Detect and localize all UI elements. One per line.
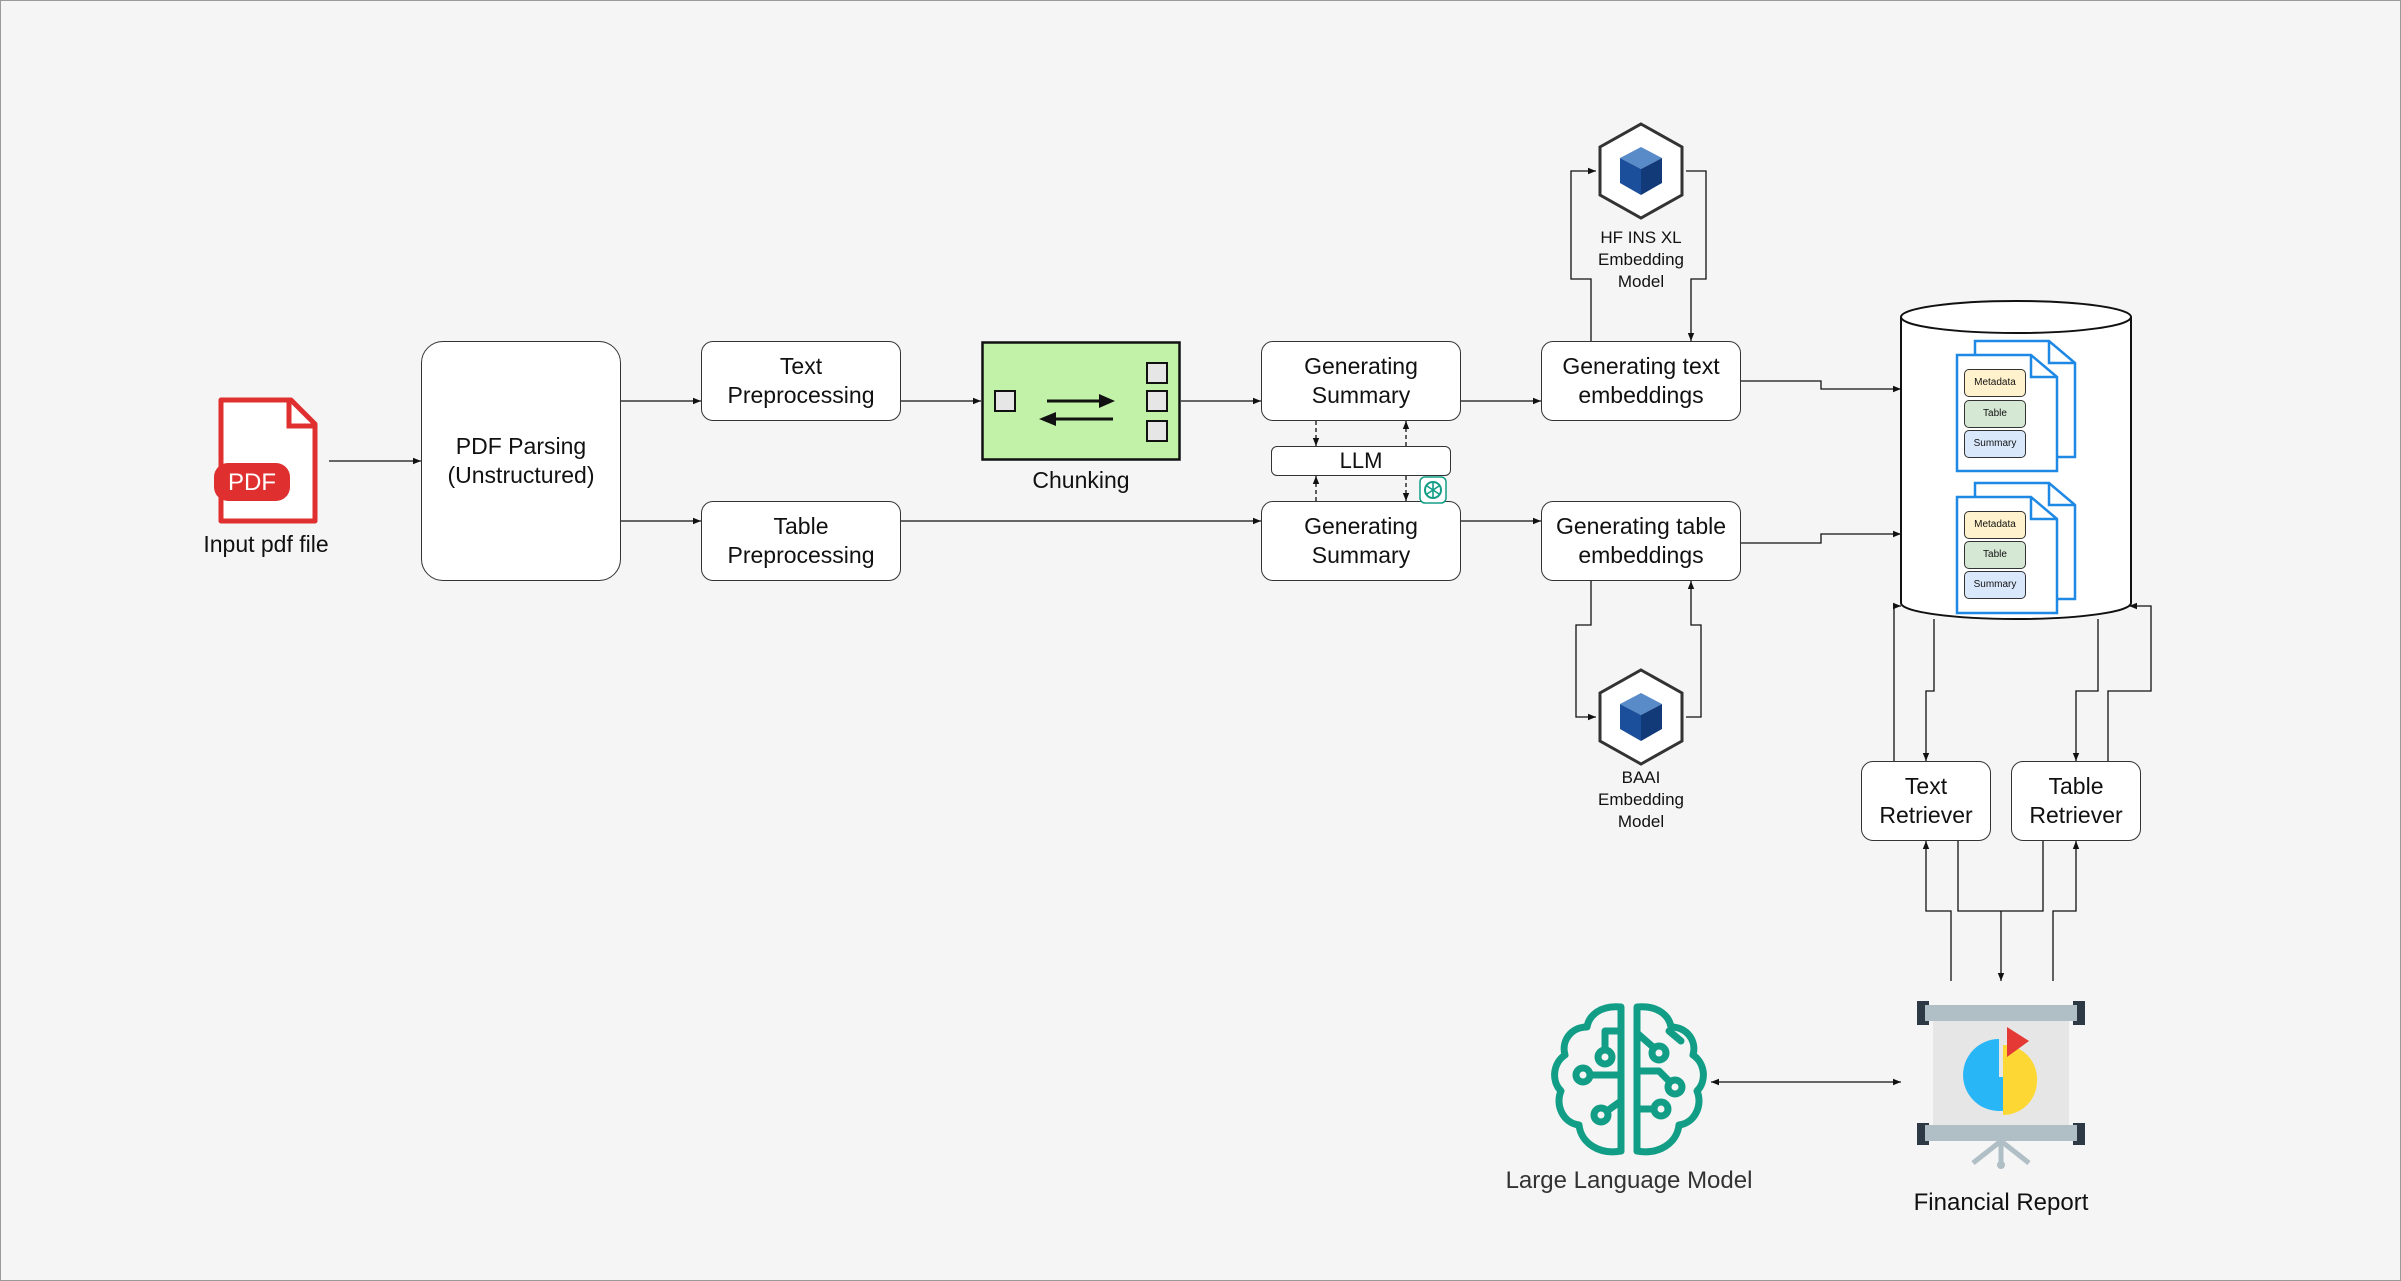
edge-text-emb-to-db	[1741, 380, 1901, 393]
doc1-metadata-tag: Metadata	[1964, 369, 2026, 397]
baai-model-label: BAAI Embedding Model	[1597, 768, 1684, 832]
table-embeddings-node[interactable]: Generating table embeddings	[1541, 501, 1741, 581]
text-preprocessing-node[interactable]: Text Preprocessing	[701, 341, 901, 421]
doc2-metadata-tag: Metadata	[1964, 511, 2026, 539]
doc1-summary-tag: Summary	[1964, 430, 2026, 458]
hf-model-label: HF INS XL Embedding Model	[1597, 228, 1684, 292]
pdf-parsing-node[interactable]: PDF Parsing (Unstructured)	[421, 341, 621, 581]
edge-hf-model-to-text-emb	[1686, 170, 1707, 341]
cube-hexagon-icon	[1596, 121, 1686, 221]
edge-baai-model-to-table-emb	[1686, 581, 1702, 718]
edge-table-emb-to-db	[1741, 530, 1901, 544]
table-preprocessing-node[interactable]: Table Preprocessing	[701, 501, 901, 581]
llm-node[interactable]: LLM	[1271, 446, 1451, 504]
pdf-badge-text: PDF	[228, 469, 276, 496]
text-retriever-node[interactable]: Text Retriever	[1861, 761, 1991, 841]
openai-icon	[1419, 448, 1447, 504]
edge-table-emb-to-baai-model	[1575, 581, 1596, 721]
edge-db-to-text-retriever	[1922, 619, 1935, 761]
edge-text-retriever-to-db	[1893, 602, 1901, 761]
text-embeddings-node[interactable]: Generating text embeddings	[1541, 341, 1741, 421]
input-file-label: Input pdf file	[203, 531, 329, 557]
cube-hexagon-icon	[1596, 667, 1686, 767]
presentation-pie-chart-icon[interactable]	[1911, 997, 2091, 1171]
doc2-table-tag: Table	[1964, 541, 2026, 569]
edge-text-retriever-to-report	[1957, 841, 2044, 912]
table-retriever-node[interactable]: Table Retriever	[2011, 761, 2141, 841]
chunking-icon[interactable]	[981, 341, 1181, 461]
chunking-label: Chunking	[1032, 467, 1130, 493]
financial-report-label: Financial Report	[1913, 1189, 2089, 1216]
edge-text-emb-to-hf-model	[1570, 167, 1596, 341]
summary-table-node[interactable]: Generating Summary	[1261, 501, 1461, 581]
llm-label: LLM	[1339, 448, 1383, 474]
llm-model-label: Large Language Model	[1505, 1167, 1753, 1194]
edge-report-to-text-retriever	[1922, 841, 1952, 981]
edge-table-retriever-to-db	[2107, 602, 2152, 761]
doc1-table-tag: Table	[1964, 400, 2026, 428]
summary-text-node[interactable]: Generating Summary	[1261, 341, 1461, 421]
doc2-summary-tag: Summary	[1964, 571, 2026, 599]
pdf-file-icon: PDF	[211, 397, 321, 527]
edge-db-to-table-retriever	[2072, 619, 2099, 761]
brain-circuit-icon	[1549, 1001, 1709, 1161]
edge-report-to-table-retriever	[2052, 841, 2080, 981]
